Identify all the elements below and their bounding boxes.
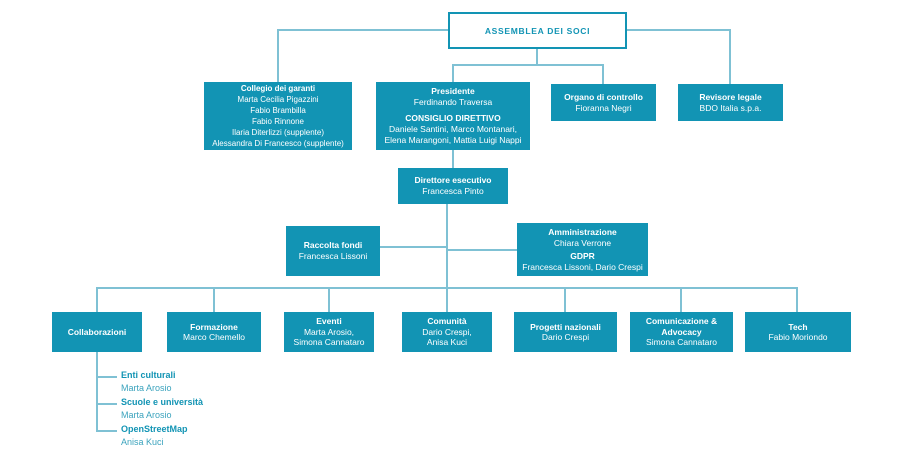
connector-sub-tick-3 xyxy=(96,430,117,432)
connector-amministrazione xyxy=(447,249,517,251)
amministrazione-name: Chiara Verrone xyxy=(553,237,612,248)
sub-item-title: Scuole e università xyxy=(121,397,204,407)
direttore-title: Direttore esecutivo xyxy=(414,175,492,185)
dept-box-tech: Tech Fabio Moriondo xyxy=(745,312,851,352)
raccolta-title: Raccolta fondi xyxy=(303,240,363,250)
dept-title: Comunicazione & Advocacy xyxy=(645,316,718,337)
assemblea-title: ASSEMBLEA DEI SOCI xyxy=(484,25,591,36)
revisore-name: BDO Italia s.p.a. xyxy=(699,102,762,113)
connector-assemblea-right-v xyxy=(729,29,731,84)
raccolta-box: Raccolta fondi Francesca Lissoni xyxy=(286,226,380,276)
consiglio-members-line1: Daniele Santini, Marco Montanari, xyxy=(388,124,518,134)
collegio-member: Fabio Rinnone xyxy=(251,117,305,126)
connector-raccolta xyxy=(380,246,447,248)
sub-item-name: Marta Arosio xyxy=(121,410,172,420)
direttore-name: Francesca Pinto xyxy=(422,186,484,196)
sub-item-name: Marta Arosio xyxy=(121,383,172,393)
collegio-box: Collegio dei garanti Marta Cecilia Pigaz… xyxy=(204,82,352,150)
collegio-member: Marta Cecilia Pigazzini xyxy=(237,95,319,104)
dept-box-formazione: Formazione Marco Chemello xyxy=(167,312,261,352)
revisore-box: Revisore legale BDO Italia s.p.a. xyxy=(678,84,783,121)
connector-drop-progetti xyxy=(564,287,566,312)
sub-item-enti-culturali: Enti culturali Marta Arosio xyxy=(121,369,176,395)
connector-drop-formazione xyxy=(213,287,215,312)
dept-name: Dario Crespi, xyxy=(422,326,472,337)
dept-title: Collaborazioni xyxy=(67,326,127,337)
dept-name: Simona Cannataro xyxy=(646,337,717,348)
connector-presidente-drop xyxy=(452,64,454,82)
consiglio-members-line2: Elena Marangoni, Mattia Luigi Nappi xyxy=(384,135,522,145)
dept-title: Comunità xyxy=(427,316,467,327)
gdpr-title: GDPR xyxy=(570,251,595,261)
connector-drop-eventi xyxy=(328,287,330,312)
dept-title: Eventi xyxy=(316,316,342,327)
collegio-member: Alessandra Di Francesco (supplente) xyxy=(212,139,344,148)
organo-name: Fioranna Negri xyxy=(575,102,632,113)
connector-drop-tech xyxy=(796,287,798,312)
raccolta-name: Francesca Lissoni xyxy=(298,251,368,261)
connector-presidente-direttore xyxy=(452,150,454,168)
dept-name: Marta Arosio, xyxy=(303,326,355,337)
presidente-title: Presidente xyxy=(431,86,475,96)
dept-title: Formazione xyxy=(190,321,238,332)
connector-sub-tick-2 xyxy=(96,403,117,405)
connector-sub-tick-1 xyxy=(96,376,117,378)
dept-name: Marco Chemello xyxy=(183,332,245,342)
presidente-box: Presidente Ferdinando Traversa CONSIGLIO… xyxy=(376,82,530,150)
presidente-name: Ferdinando Traversa xyxy=(413,97,493,107)
gdpr-members: Francesca Lissoni, Dario Crespi xyxy=(522,261,643,272)
connector-drop-collaborazioni xyxy=(96,287,98,312)
connector-t-split xyxy=(452,64,603,66)
dept-box-comunita: Comunità Dario Crespi, Anisa Kuci xyxy=(402,312,492,352)
sub-item-title: Enti culturali xyxy=(121,370,176,380)
direttore-box: Direttore esecutivo Francesca Pinto xyxy=(398,168,508,204)
organo-box: Organo di controllo Fioranna Negri xyxy=(551,84,656,121)
connector-collaborazioni-sub-v xyxy=(96,352,98,432)
amministrazione-box: Amministrazione Chiara Verrone GDPR Fran… xyxy=(517,223,648,276)
connector-assemblea-left-h xyxy=(277,29,448,31)
sub-item-scuole-universita: Scuole e università Marta Arosio xyxy=(121,396,203,422)
sub-item-title: OpenStreetMap xyxy=(121,424,188,434)
organo-title: Organo di controllo xyxy=(564,91,643,102)
collegio-member: Ilaria Diterlizzi (supplente) xyxy=(231,128,325,137)
dept-title: Tech xyxy=(788,321,808,332)
sub-item-name: Anisa Kuci xyxy=(121,437,164,447)
connector-assemblea-bottom xyxy=(536,49,538,66)
dept-name: Dario Crespi xyxy=(541,332,590,342)
dept-name: Anisa Kuci xyxy=(426,337,468,348)
dept-box-progetti-nazionali: Progetti nazionali Dario Crespi xyxy=(514,312,617,352)
revisore-title: Revisore legale xyxy=(699,91,762,102)
connector-organo-drop xyxy=(602,64,604,84)
connector-trunk xyxy=(446,204,448,312)
dept-box-comunicazione-advocacy: Comunicazione & Advocacy Simona Cannatar… xyxy=(630,312,733,352)
consiglio-direttivo-title: CONSIGLIO DIRETTIVO xyxy=(405,113,501,123)
dept-name: Simona Cannataro xyxy=(293,337,365,348)
dept-box-eventi: Eventi Marta Arosio, Simona Cannataro xyxy=(284,312,374,352)
connector-drop-comunicazione xyxy=(680,287,682,312)
dept-name: Fabio Moriondo xyxy=(768,332,828,342)
assemblea-box: ASSEMBLEA DEI SOCI xyxy=(448,12,627,49)
sub-item-openstreetmap: OpenStreetMap Anisa Kuci xyxy=(121,423,188,449)
connector-dept-row xyxy=(96,287,798,289)
dept-title: Progetti nazionali xyxy=(530,321,601,332)
connector-assemblea-right-h xyxy=(627,29,730,31)
collegio-title: Collegio dei garanti xyxy=(240,84,316,93)
connector-assemblea-left-v xyxy=(277,29,279,82)
amministrazione-title: Amministrazione xyxy=(548,227,617,237)
dept-box-collaborazioni: Collaborazioni xyxy=(52,312,142,352)
collegio-member: Fabio Brambilla xyxy=(250,106,306,115)
